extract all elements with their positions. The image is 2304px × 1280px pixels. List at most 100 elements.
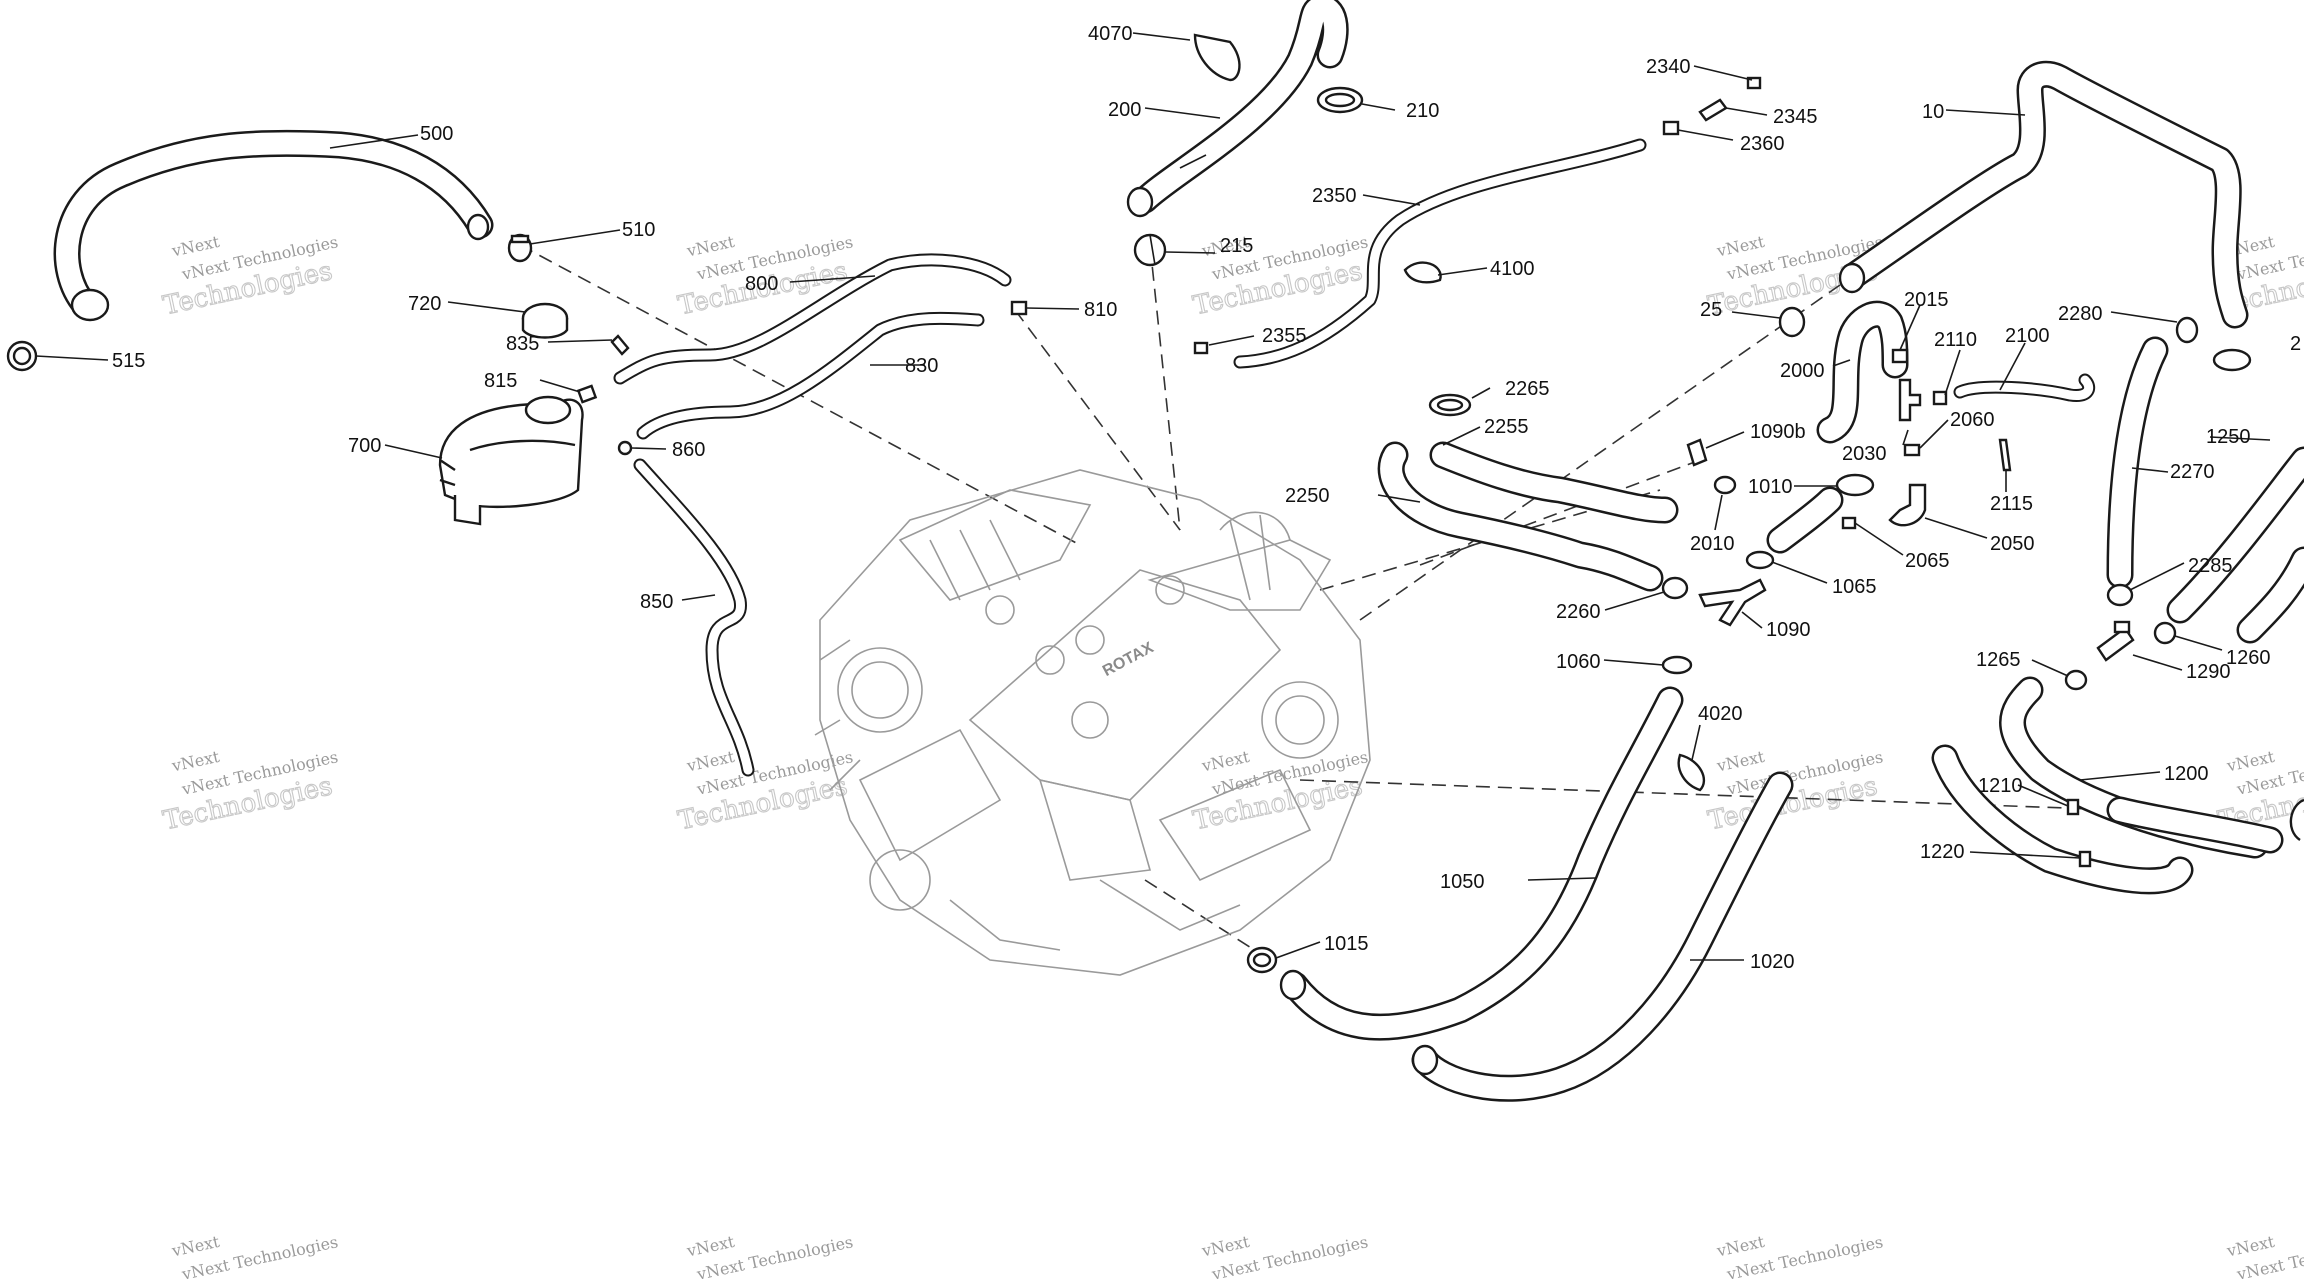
clamp-1220b <box>2078 850 2092 868</box>
clamp-4070 <box>1193 33 1241 82</box>
callout-1290: 1290 <box>2186 661 2231 683</box>
callout-2060: 2060 <box>1950 409 1995 431</box>
callout-2355: 2355 <box>1262 325 1307 347</box>
tank-700 <box>438 395 584 526</box>
callout-1250: 1250 <box>2206 426 2251 448</box>
hose-2250 <box>1377 441 1664 592</box>
tee-2030 <box>1898 378 1922 422</box>
clamp-1060 <box>1661 655 1693 675</box>
watermark-brand: vNext <box>684 1232 736 1261</box>
callout-860: 860 <box>672 439 705 461</box>
clamp-1010 <box>1835 473 1875 497</box>
watermark-brand: vNext <box>1199 747 1251 776</box>
callout-720: 720 <box>408 293 441 315</box>
watermark-layer: vNext vNext Technologies Technologies vN… <box>160 232 2304 1280</box>
callout-1210: 1210 <box>1978 775 2023 797</box>
fitting-2345 <box>1698 98 1728 122</box>
clamp-1065 <box>1745 550 1775 570</box>
callout-2030: 2030 <box>1842 443 1887 465</box>
partial-part-right <box>2289 798 2304 841</box>
watermark-brand: vNext <box>169 232 221 261</box>
callout-25: 25 <box>1700 299 1722 321</box>
callout-2345: 2345 <box>1773 106 1818 128</box>
clamp-1015 <box>1246 946 1278 974</box>
watermark-brand: vNext <box>684 747 736 776</box>
callout-2050: 2050 <box>1990 533 2035 555</box>
clamp-1260 <box>2153 621 2177 645</box>
clamp-210 <box>1316 86 1364 114</box>
hose-10 <box>1838 60 2249 329</box>
fitting-1290 <box>2096 620 2135 662</box>
callout-200: 200 <box>1108 99 1141 121</box>
callout-1010: 1010 <box>1748 476 1793 498</box>
callout-2115: 2115 <box>1990 493 2033 515</box>
watermark-brand: vNext <box>2224 747 2276 776</box>
watermark-brand: vNext <box>1714 1232 1766 1261</box>
hose-2255 <box>1429 441 1679 524</box>
cap-720 <box>521 302 569 339</box>
clamp-835 <box>610 334 630 356</box>
clamp-510 <box>507 233 533 263</box>
fitting-2360 <box>1662 120 1680 136</box>
callout-700: 700 <box>348 435 381 457</box>
callout-500: 500 <box>420 123 453 145</box>
clamp-2285 <box>2106 583 2134 607</box>
callout-515: 515 <box>112 350 145 372</box>
clamp-515 <box>6 340 38 372</box>
callout-4070: 4070 <box>1088 23 1133 45</box>
callout-1015: 1015 <box>1324 933 1369 955</box>
callout-2350: 2350 <box>1312 185 1357 207</box>
clamp-4020 <box>1677 753 1706 792</box>
clip-4100 <box>1403 261 1442 284</box>
hose-850 <box>633 458 755 777</box>
watermark-brand: vNext <box>1199 1232 1251 1261</box>
engine-block: ROTAX <box>814 469 1371 976</box>
callout-810: 810 <box>1084 299 1117 321</box>
callout-815: 815 <box>484 370 517 392</box>
callout-4100: 4100 <box>1490 258 1535 280</box>
hose-2000 <box>1816 300 1909 444</box>
clamp-2065 <box>1841 516 1857 530</box>
callout-2000: 2000 <box>1780 360 1825 382</box>
hose-2270 <box>2106 336 2169 589</box>
callout-2: 2 <box>2290 333 2301 355</box>
callout-2280: 2280 <box>2058 303 2103 325</box>
callout-210: 210 <box>1406 100 1439 122</box>
elbow-2050 <box>1888 483 1927 527</box>
clamp-2 <box>2212 348 2252 372</box>
callout-10: 10 <box>1922 101 1944 123</box>
callout-510: 510 <box>622 219 655 241</box>
callout-830: 830 <box>905 355 938 377</box>
callout-800: 800 <box>745 273 778 295</box>
callout-1090b: 1090b <box>1750 421 1806 443</box>
fitting-2060 <box>1903 443 1921 457</box>
fitting-2110 <box>1932 390 1948 406</box>
fitting-1090b <box>1686 438 1708 467</box>
watermark-brand: vNext <box>1714 232 1766 261</box>
callout-1260: 1260 <box>2226 647 2271 669</box>
clamp-215 <box>1133 233 1167 267</box>
callout-1065: 1065 <box>1832 576 1877 598</box>
clamp-25 <box>1778 306 1806 338</box>
callout-1020: 1020 <box>1750 951 1795 973</box>
clamp-1265 <box>2064 669 2088 691</box>
watermark-brand: vNext <box>2224 1232 2276 1261</box>
hose-1020 <box>1411 771 1794 1102</box>
callout-1265: 1265 <box>1976 649 2021 671</box>
callout-1220: 1220 <box>1920 841 1965 863</box>
callout-215: 215 <box>1220 235 1253 257</box>
fitting-2015 <box>1891 348 1909 364</box>
leader-lines <box>35 32 2271 961</box>
callout-4020: 4020 <box>1698 703 1743 725</box>
fitting-2115 <box>1998 438 2012 472</box>
clamp-2265 <box>1428 393 1472 417</box>
callout-2100: 2100 <box>2005 325 2050 347</box>
parts-layer <box>6 0 2304 1102</box>
assembly-dashed-lines <box>519 244 2121 961</box>
engine-brand-label: ROTAX <box>1100 639 1157 680</box>
callout-2360: 2360 <box>1740 133 1785 155</box>
hose-830 <box>636 311 985 440</box>
tee-1090 <box>1698 578 1767 627</box>
callout-2250: 2250 <box>1285 485 1330 507</box>
